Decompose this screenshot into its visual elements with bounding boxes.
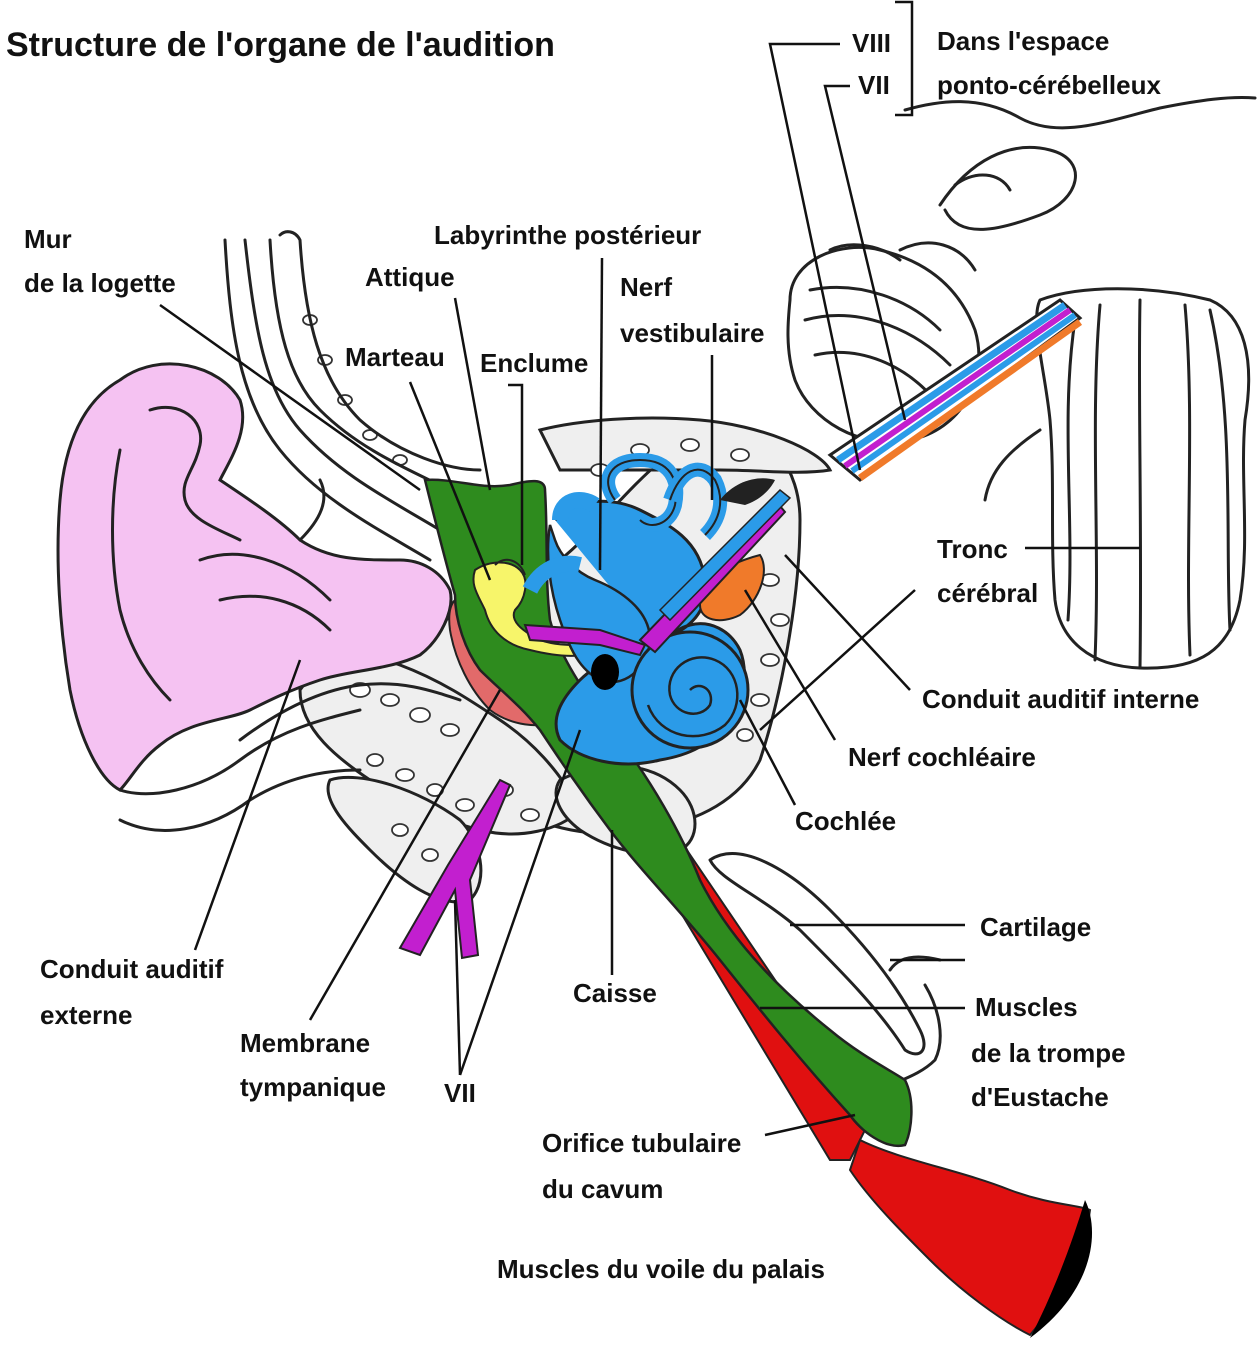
label-espace-line2: ponto-cérébelleux <box>937 70 1161 100</box>
label-muscles-trompe-line1: Muscles <box>975 992 1078 1022</box>
label-attique: Attique <box>365 262 455 292</box>
label-nerf-vestibulaire-line1: Nerf <box>620 272 672 302</box>
vii-viii-nerve-bundle <box>830 300 1080 480</box>
label-viii: VIII <box>852 28 891 58</box>
label-cartilage: Cartilage <box>980 912 1091 942</box>
label-marteau: Marteau <box>345 342 445 372</box>
label-caisse: Caisse <box>573 978 657 1008</box>
label-vii-bottom: VII <box>444 1078 476 1108</box>
label-mur-line1: Mur <box>24 224 72 254</box>
label-nerf-cochleaire: Nerf cochléaire <box>848 742 1036 772</box>
label-muscles-trompe-line3: d'Eustache <box>971 1082 1109 1112</box>
label-conduit-externe-line2: externe <box>40 1000 133 1030</box>
label-conduit-externe-line1: Conduit auditif <box>40 954 224 984</box>
label-mur-line2: de la logette <box>24 268 176 298</box>
label-nerf-vestibulaire-line2: vestibulaire <box>620 318 765 348</box>
label-orifice-line1: Orifice tubulaire <box>542 1128 741 1158</box>
label-vii-top: VII <box>858 70 890 100</box>
label-espace-line1: Dans l'espace <box>937 26 1109 56</box>
label-tronc-line1: Tronc <box>937 534 1008 564</box>
label-cochlee: Cochlée <box>795 806 896 836</box>
label-membrane-line2: tympanique <box>240 1072 386 1102</box>
diagram-title: Structure de l'organe de l'audition <box>6 26 555 64</box>
label-labyrinthe: Labyrinthe postérieur <box>434 220 701 250</box>
label-muscles-voile: Muscles du voile du palais <box>497 1254 825 1284</box>
label-tronc-line2: cérébral <box>937 578 1038 608</box>
label-conduit-interne: Conduit auditif interne <box>922 684 1199 714</box>
label-muscles-trompe-line2: de la trompe <box>971 1038 1126 1068</box>
label-orifice-line2: du cavum <box>542 1174 663 1204</box>
label-enclume: Enclume <box>480 348 588 378</box>
label-membrane-line1: Membrane <box>240 1028 370 1058</box>
